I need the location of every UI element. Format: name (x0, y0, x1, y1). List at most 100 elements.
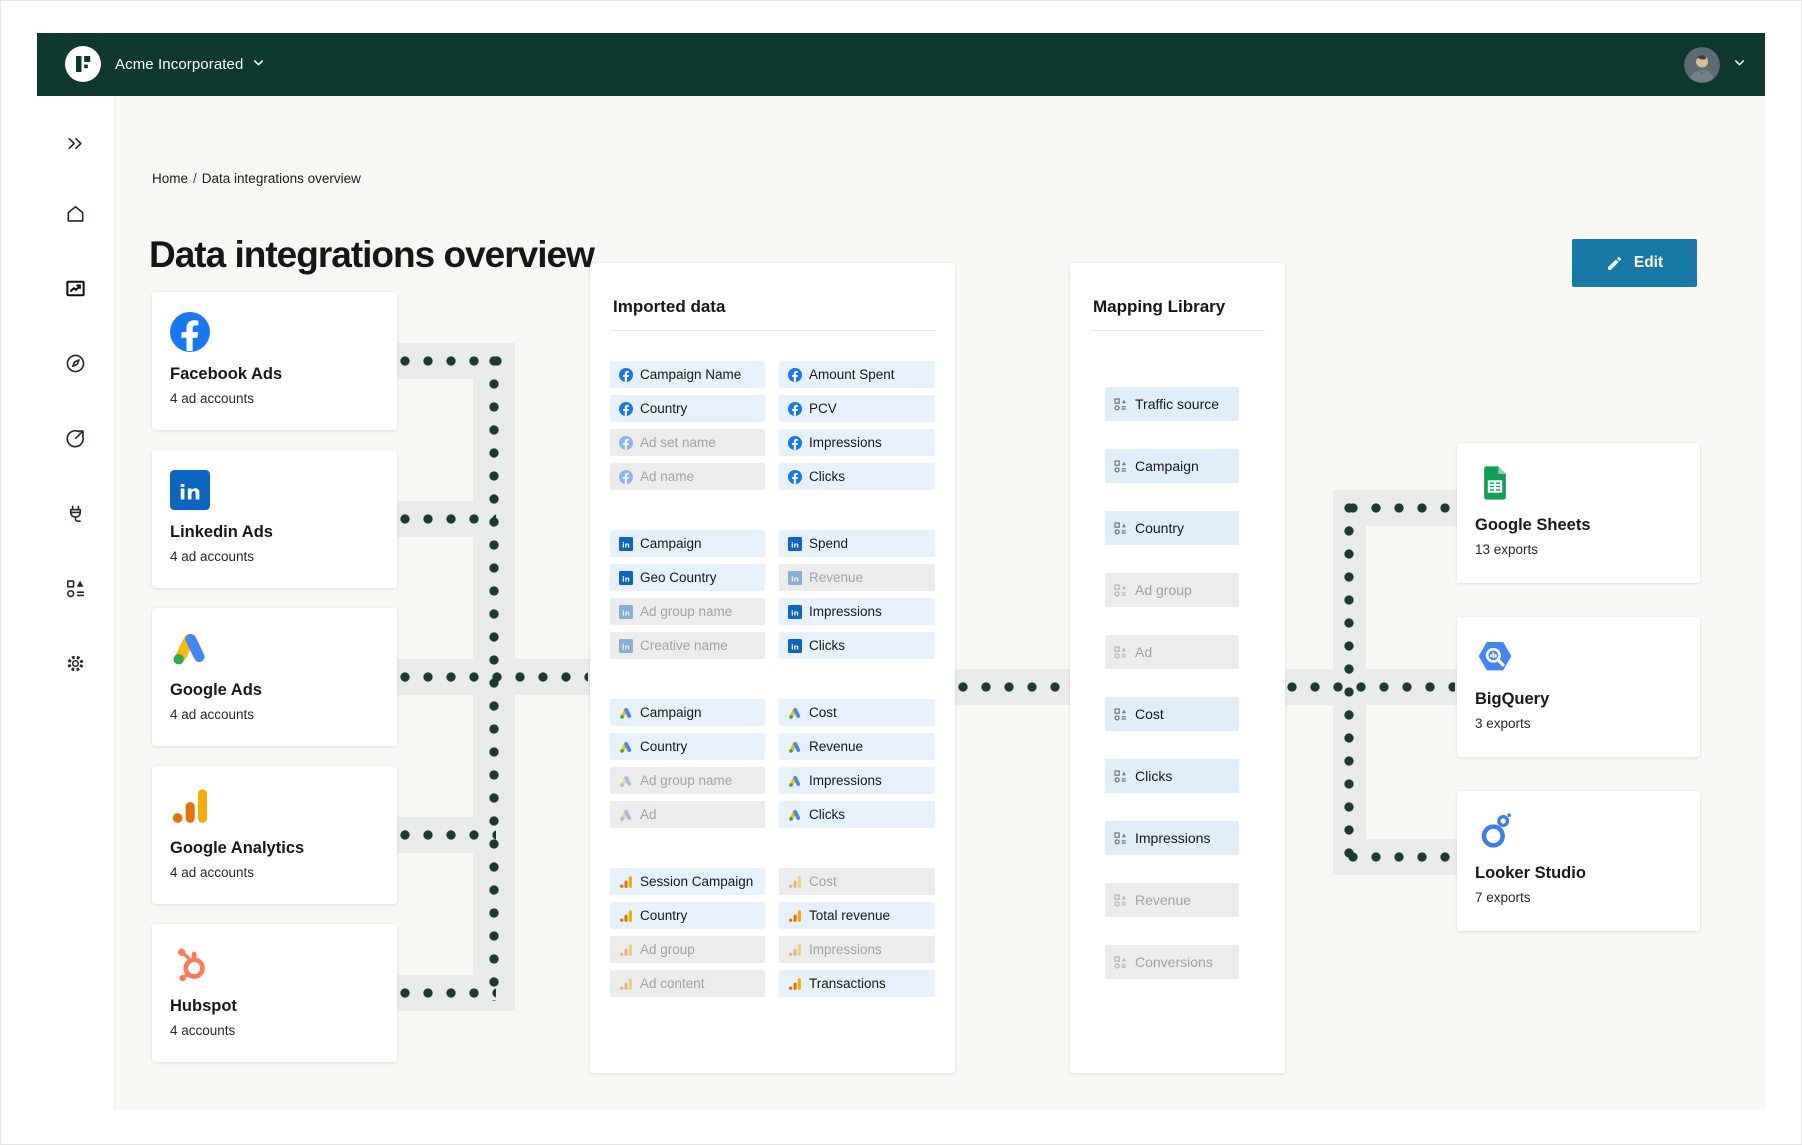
field-chip[interactable]: in Creative name (610, 632, 765, 659)
field-chip[interactable]: Campaign (610, 699, 765, 726)
mapping-chip[interactable]: Revenue (1105, 883, 1239, 917)
field-chip[interactable]: Session Campaign (610, 868, 765, 895)
sidebar-item-settings[interactable] (37, 626, 115, 701)
google-ads-icon (619, 740, 633, 754)
mapping-chip[interactable]: Ad group (1105, 573, 1239, 607)
destination-card-google-sheets[interactable]: Google Sheets 13 exports (1457, 443, 1700, 583)
field-chip[interactable]: Ad content (610, 970, 765, 997)
field-chip-label: Transactions (809, 976, 886, 991)
sidebar-item-connectors[interactable] (37, 476, 115, 551)
field-chip[interactable]: in Campaign (610, 530, 765, 557)
field-chip[interactable]: Revenue (779, 733, 935, 760)
facebook-icon (170, 312, 210, 352)
mapping-chip[interactable]: Country (1105, 511, 1239, 545)
svg-text:in: in (179, 480, 201, 504)
field-chip[interactable]: Ad group name (610, 767, 765, 794)
linkedin-icon: in (619, 570, 633, 585)
source-card-google-analytics[interactable]: Google Analytics 4 ad accounts (152, 766, 397, 904)
mapping-chip[interactable]: Impressions (1105, 821, 1239, 855)
dotted-connector (1344, 503, 1354, 862)
linkedin-icon: in (788, 604, 802, 619)
field-chip-label: Spend (809, 536, 849, 551)
field-chip[interactable]: Campaign Name (610, 361, 765, 388)
google-ads-icon (788, 740, 802, 754)
user-avatar[interactable] (1684, 46, 1720, 83)
field-chip-label: Ad group name (640, 604, 733, 619)
field-chip[interactable]: PCV (779, 395, 935, 422)
field-chip[interactable]: Impressions (779, 429, 935, 456)
edit-button[interactable]: Edit (1572, 239, 1697, 287)
destination-card-bigquery[interactable]: BigQuery 3 exports (1457, 617, 1700, 757)
mapping-chip-label: Ad group (1135, 582, 1192, 598)
field-chip[interactable]: Impressions (779, 767, 935, 794)
field-chip[interactable]: Cost (779, 868, 935, 895)
sidebar-item-collapse[interactable] (37, 110, 115, 176)
breadcrumb-home[interactable]: Home (152, 171, 189, 186)
field-chip[interactable]: Amount Spent (779, 361, 935, 388)
google-analytics-icon (788, 977, 802, 991)
field-chip[interactable]: Ad name (610, 463, 765, 490)
destination-meta: 13 exports (1475, 542, 1539, 557)
field-chip-label: Ad (640, 807, 657, 822)
field-chip[interactable]: Ad (610, 801, 765, 828)
field-chip[interactable]: Clicks (779, 801, 935, 828)
source-name: Google Analytics (170, 839, 305, 857)
shapes-icon (64, 577, 87, 600)
sidebar-item-share[interactable] (37, 401, 115, 476)
panel-divider (610, 330, 935, 331)
source-card-google-ads[interactable]: Google Ads 4 ad accounts (152, 608, 397, 746)
field-chip-label: Total revenue (809, 908, 891, 923)
source-meta: 4 ad accounts (170, 707, 255, 722)
mapping-chip-label: Country (1135, 520, 1185, 536)
field-chip[interactable]: Ad set name (610, 429, 765, 456)
field-chip[interactable]: Country (610, 733, 765, 760)
field-chip[interactable]: Country (610, 395, 765, 422)
mapping-chip-label: Revenue (1135, 892, 1192, 908)
sidebar-item-mapping[interactable] (37, 551, 115, 626)
field-chip[interactable]: Impressions (779, 936, 935, 963)
sidebar-item-home[interactable] (37, 176, 115, 251)
field-chip[interactable]: Ad group (610, 936, 765, 963)
dotted-connector (400, 830, 496, 840)
field-chip[interactable]: in Revenue (779, 564, 935, 591)
destination-card-looker-studio[interactable]: Looker Studio 7 exports (1457, 791, 1700, 931)
mapping-chip[interactable]: Cost (1105, 697, 1239, 731)
field-chip[interactable]: in Ad group name (610, 598, 765, 625)
mapping-chip[interactable]: Ad (1105, 635, 1239, 669)
field-chip[interactable]: Clicks (779, 463, 935, 490)
sidebar-item-insights[interactable] (37, 251, 115, 326)
field-chip-label: Ad group (640, 942, 695, 957)
google-ads-icon (619, 706, 633, 720)
field-chip[interactable]: Country (610, 902, 765, 929)
field-chip[interactable]: Cost (779, 699, 935, 726)
source-card-hubspot[interactable]: Hubspot 4 accounts (152, 924, 397, 1062)
mapping-chip-label: Clicks (1135, 768, 1173, 784)
org-switcher[interactable]: Acme Incorporated (115, 33, 266, 96)
source-card-facebook[interactable]: Facebook Ads 4 ad accounts (152, 292, 397, 430)
field-chip[interactable]: in Spend (779, 530, 935, 557)
field-chip-label: Impressions (809, 773, 882, 788)
facebook-icon (619, 367, 633, 382)
mapping-chip[interactable]: Clicks (1105, 759, 1239, 793)
imported-group-linkedin: in Campaign in Geo Country in Ad group n… (610, 530, 935, 659)
page-title: Data integrations overview (149, 233, 595, 275)
chevron-down-icon[interactable] (1732, 55, 1747, 75)
field-chip[interactable]: Total revenue (779, 902, 935, 929)
field-chip[interactable]: Transactions (779, 970, 935, 997)
field-chip-label: Cost (809, 874, 837, 889)
linkedin-icon: in (788, 638, 802, 653)
mapping-chip[interactable]: Traffic source (1105, 387, 1239, 421)
field-chip[interactable]: in Impressions (779, 598, 935, 625)
field-chip[interactable]: in Clicks (779, 632, 935, 659)
source-meta: 4 ad accounts (170, 549, 255, 564)
sidebar-item-explore[interactable] (37, 326, 115, 401)
source-card-linkedin[interactable]: in Linkedin Ads 4 ad accounts (152, 450, 397, 588)
mapping-chip[interactable]: Campaign (1105, 449, 1239, 483)
dotted-connector (1348, 852, 1454, 862)
destination-meta: 3 exports (1475, 716, 1531, 731)
imported-group-google-ads: Campaign Country Ad group name Ad Cost R… (610, 699, 935, 828)
google-ads-icon (619, 808, 633, 822)
field-chip[interactable]: in Geo Country (610, 564, 765, 591)
home-icon (64, 202, 87, 225)
mapping-chip[interactable]: Conversions (1105, 945, 1239, 979)
